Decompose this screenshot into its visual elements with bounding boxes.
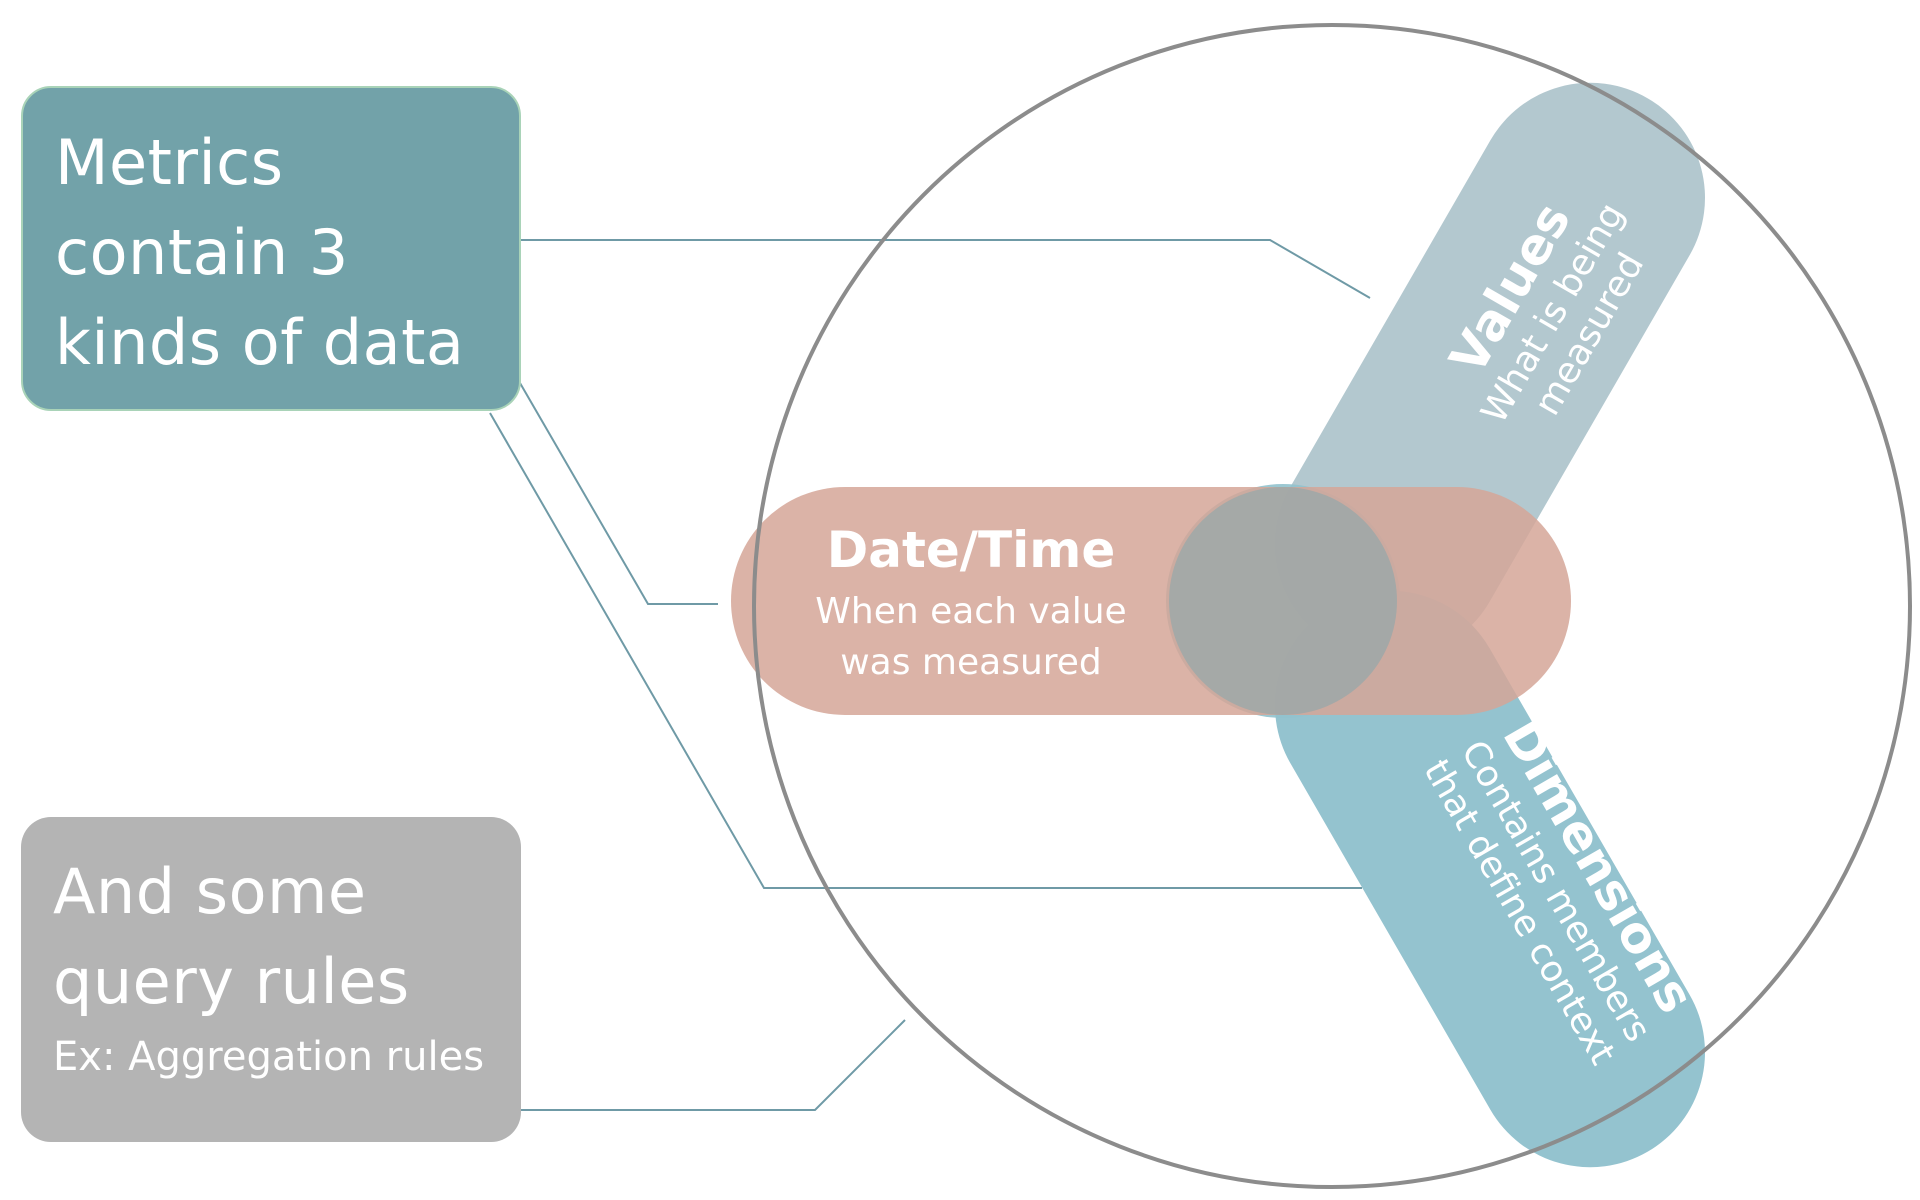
connector-to-dimensions [489,412,1362,889]
center-overlap [1169,487,1397,715]
metrics-box-line-2: contain 3 [55,216,349,289]
datetime-title: Date/Time [827,521,1116,579]
dimensions-band [1275,590,1705,1168]
datetime-band [731,487,1571,715]
outer-circle [752,23,1912,1189]
query-rules-line-2: query rules [53,945,410,1018]
connector-from-rules [521,1019,906,1111]
metrics-box: Metrics contain 3 kinds of data [21,86,521,411]
query-rules-example: Ex: Aggregation rules [53,1034,485,1080]
metrics-box-line-3: kinds of data [55,306,465,379]
connector-to-values [521,239,1371,299]
connector-lines [489,239,1371,1111]
datetime-description-line-2: was measured [840,642,1102,683]
datetime-description-line-1: When each value [815,591,1126,632]
query-rules-box: And some query rules Ex: Aggregation rul… [21,817,521,1142]
query-rules-line-1: And some [53,855,367,928]
connector-to-datetime [519,382,718,605]
datetime-label: Date/Time When each value was measured [815,521,1126,683]
metrics-box-line-1: Metrics [55,126,284,199]
